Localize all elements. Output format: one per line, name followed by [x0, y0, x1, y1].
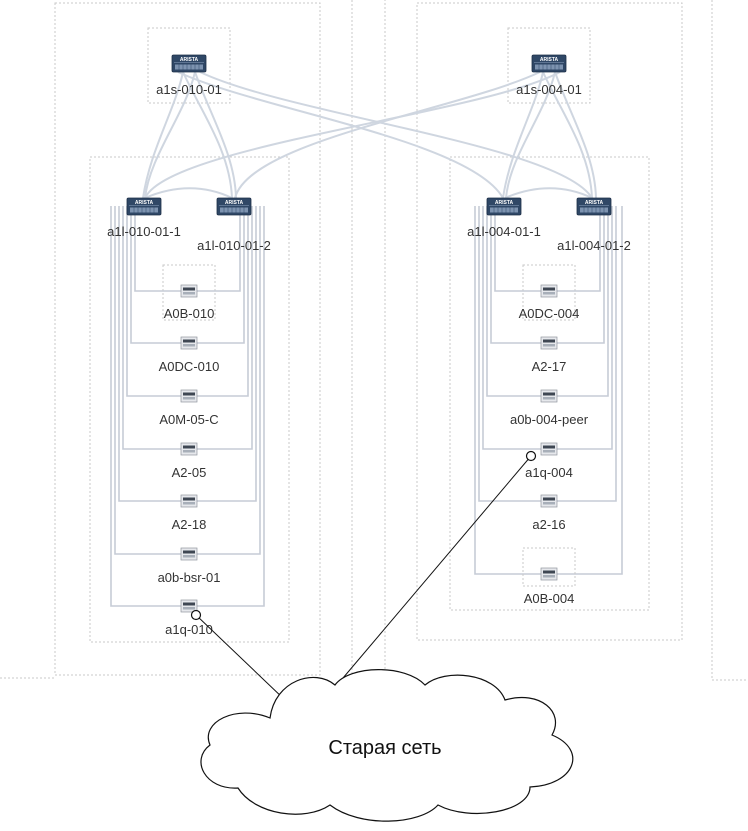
leaf-group-left — [89, 156, 290, 643]
node-label: A0DC-004 — [519, 306, 580, 321]
node-label: A0B-004 — [524, 591, 575, 606]
switch-icon — [180, 442, 198, 456]
node-label: A0B-010 — [164, 306, 215, 321]
cloud-old-network[interactable]: Старая сеть — [200, 669, 574, 822]
leaf-group-right — [449, 156, 650, 611]
device-A0B-010[interactable]: A0B-010 — [164, 284, 215, 321]
switch-icon — [540, 284, 558, 298]
spine-a1s-010-01[interactable]: ARISTA a1s-010-01 — [156, 54, 222, 97]
device-a2-16[interactable]: a2-16 — [532, 494, 566, 532]
node-label: a1l-004-01-1 — [467, 224, 541, 239]
device-A0DC-010[interactable]: A0DC-010 — [159, 336, 220, 374]
node-label: A2-05 — [172, 465, 207, 480]
node-label: a1l-010-01-1 — [107, 224, 181, 239]
device-A2-05[interactable]: A2-05 — [172, 442, 207, 480]
leaf-a1l-004-01-1[interactable]: ARISTA a1l-004-01-1 — [467, 197, 541, 239]
switch-icon — [540, 494, 558, 508]
node-label: a1q-010 — [165, 622, 213, 637]
cloud-label: Старая сеть — [328, 737, 441, 759]
brand-label: ARISTA — [495, 200, 514, 206]
outer-zone-left — [54, 2, 321, 676]
cloud-shape — [200, 669, 574, 822]
switch-icon — [180, 284, 198, 298]
connection-point — [525, 450, 537, 462]
device-a1q-010[interactable]: a1q-010 — [165, 599, 213, 637]
device-stack-right — [522, 264, 576, 321]
device-A0DC-004[interactable]: A0DC-004 — [519, 284, 580, 321]
group-frames — [0, 0, 748, 681]
device-A2-18[interactable]: A2-18 — [172, 494, 207, 532]
brand-label: ARISTA — [180, 57, 199, 63]
node-label: a1s-010-01 — [156, 82, 222, 97]
switch-icon — [540, 389, 558, 403]
switch-icon — [540, 336, 558, 350]
device-a0b-004-peer[interactable]: a0b-004-peer — [510, 389, 589, 427]
node-label: a0b-bsr-01 — [158, 570, 221, 585]
leaf-a1l-010-01-1[interactable]: ARISTA a1l-010-01-1 — [107, 197, 181, 239]
node-label: a2-16 — [532, 517, 565, 532]
device-a0b-bsr-01[interactable]: a0b-bsr-01 — [158, 547, 221, 585]
leaf-a1l-010-01-2[interactable]: ARISTA a1l-010-01-2 — [197, 197, 271, 253]
device-a1q-004[interactable]: a1q-004 — [525, 442, 573, 480]
switch-icon — [540, 442, 558, 456]
node-label: A0DC-010 — [159, 359, 220, 374]
device-A0M-05-C[interactable]: A0M-05-C — [159, 389, 219, 427]
device-frame — [522, 547, 576, 587]
switch-icon — [540, 567, 558, 581]
zone-divider-left — [351, 0, 386, 681]
node-label: a1s-004-01 — [516, 82, 582, 97]
node-label: a1q-004 — [525, 465, 573, 480]
switch-icon — [180, 547, 198, 561]
spine-leaf-links — [142, 71, 597, 199]
node-label: A2-17 — [532, 359, 567, 374]
node-label: a1l-010-01-2 — [197, 238, 271, 253]
device-stack-left — [162, 264, 216, 321]
connection-point — [190, 609, 202, 621]
switch-icon — [180, 389, 198, 403]
cloud-links — [190, 450, 537, 701]
brand-label: ARISTA — [225, 200, 244, 206]
switch-icon — [180, 336, 198, 350]
node-label: A2-18 — [172, 517, 207, 532]
node-label: a0b-004-peer — [510, 412, 589, 427]
device-links-left — [110, 206, 265, 607]
node-label: A0M-05-C — [159, 412, 218, 427]
device-A0B-004[interactable]: A0B-004 — [522, 547, 576, 606]
leaf-a1l-004-01-2[interactable]: ARISTA a1l-004-01-2 — [557, 197, 631, 253]
node-label: a1l-004-01-2 — [557, 238, 631, 253]
brand-label: ARISTA — [585, 200, 604, 206]
brand-label: ARISTA — [135, 200, 154, 206]
device-A2-17[interactable]: A2-17 — [532, 336, 567, 374]
switch-icon — [180, 494, 198, 508]
spine-group-right — [507, 27, 591, 104]
spine-a1s-004-01[interactable]: ARISTA a1s-004-01 — [516, 54, 582, 97]
outer-zone-right — [416, 2, 683, 641]
brand-label: ARISTA — [540, 57, 559, 63]
zone-divider-right — [711, 0, 748, 681]
spine-group-left — [147, 27, 231, 104]
